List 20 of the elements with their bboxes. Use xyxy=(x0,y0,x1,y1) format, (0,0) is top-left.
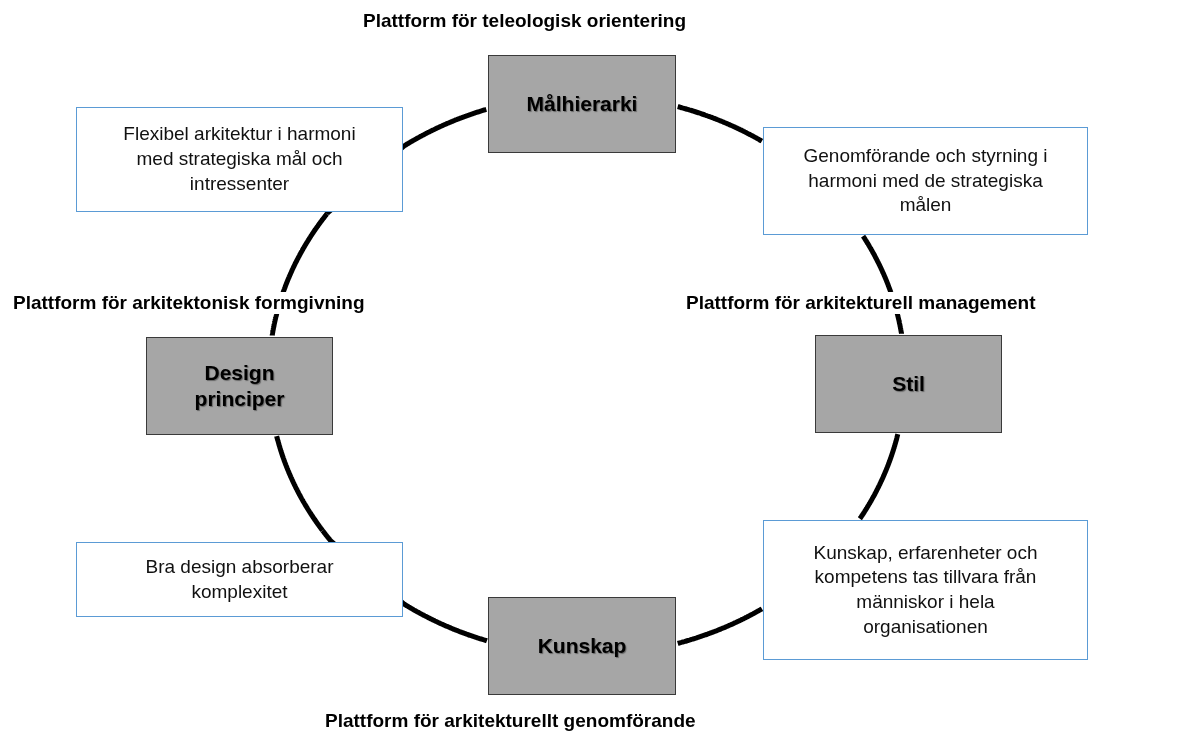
note-box xyxy=(76,107,403,212)
note-box xyxy=(763,520,1088,660)
concept-box xyxy=(488,597,676,695)
concept-label: Stil xyxy=(892,370,925,397)
circle-arc xyxy=(676,104,764,144)
note-text: Genomförande och styrning i harmoni med de strategiska målen xyxy=(802,143,1049,218)
concept-box xyxy=(488,55,676,153)
concept-label: Målhierarki xyxy=(526,90,638,117)
note-text: Kunskap, erfarenheter och kompetens tas tillvara från människor i hela organisationen xyxy=(812,540,1039,639)
concept-box xyxy=(815,335,1002,433)
circle-arc xyxy=(675,606,764,646)
circle-arc xyxy=(857,432,901,521)
concept-label: Kunskap xyxy=(537,632,627,659)
note-box xyxy=(76,542,403,617)
circle-arc xyxy=(274,434,325,533)
concept-box xyxy=(146,337,333,435)
note-text: Bra design absorberar komplexitet xyxy=(144,554,335,604)
note-box xyxy=(763,127,1088,235)
concept-label: Design principer xyxy=(193,359,286,412)
note-text: Flexibel arkitektur i harmoni med strategiska mål och intressenter xyxy=(122,122,357,196)
